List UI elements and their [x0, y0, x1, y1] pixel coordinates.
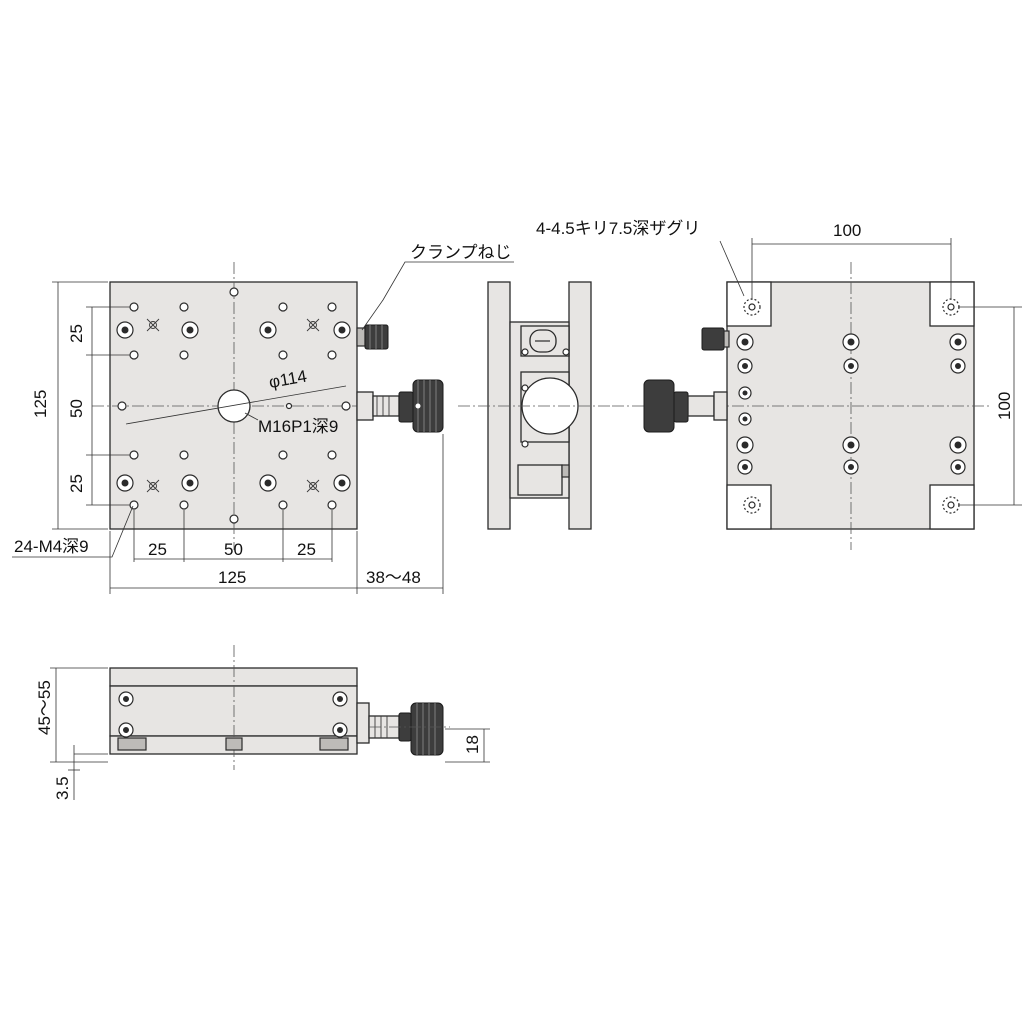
clamp-screw	[356, 324, 389, 350]
top-view-dimensions	[52, 281, 444, 594]
tap-holes-label: 24-M4深9	[14, 537, 89, 556]
micrometer-range-label: 38～48	[366, 568, 421, 587]
side-view	[50, 645, 490, 800]
side-base-label: 3.5	[53, 776, 72, 800]
counterbore-holes	[743, 298, 960, 514]
bottom-25-right-label: 25	[297, 540, 316, 559]
bottom-clamp-screw	[701, 327, 730, 351]
top-view	[12, 261, 514, 594]
side-knob-height-label: 18	[463, 735, 482, 754]
bottom-micrometer	[643, 379, 728, 433]
bottom-25-left-label: 25	[148, 540, 167, 559]
micrometer-head	[356, 379, 444, 433]
clamp-screw-label: クランプねじ	[410, 243, 512, 262]
side-height-label: 45～55	[35, 680, 54, 735]
bottom-50-label: 50	[224, 540, 243, 559]
pitch-50-label: 50	[67, 399, 86, 418]
bottom-pitch-x-label: 100	[833, 221, 861, 240]
bottom-pitch-y-label: 100	[995, 392, 1014, 420]
pitch-25-lower-label: 25	[67, 474, 86, 493]
end-view	[458, 281, 612, 530]
bottom-view	[612, 238, 1022, 550]
top-height-label: 125	[31, 390, 50, 418]
pitch-25-upper-label: 25	[67, 324, 86, 343]
center-hole-label: M16P1深9	[258, 417, 338, 436]
width-125-label: 125	[218, 568, 246, 587]
counterbore-label: 4-4.5キリ7.5深ザグリ	[536, 219, 700, 238]
tap-holes	[116, 287, 351, 524]
bottom-screws	[736, 333, 967, 475]
center-hole	[217, 389, 251, 423]
